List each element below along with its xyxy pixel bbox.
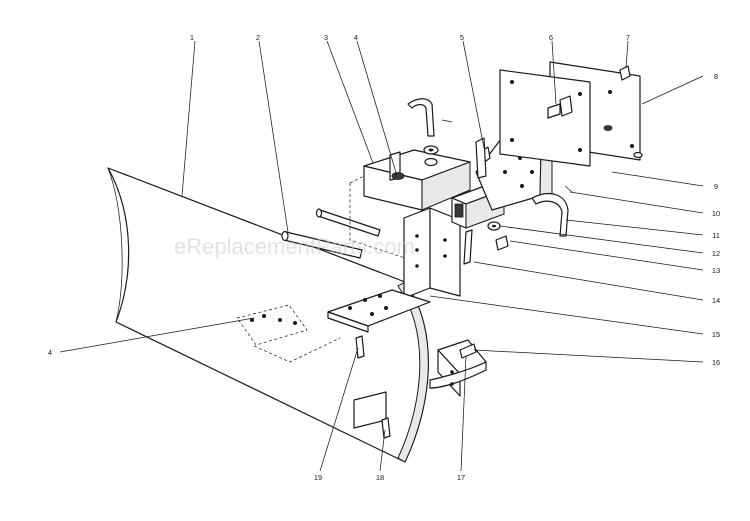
- callout-9: 9: [714, 182, 718, 191]
- callout-2: 2: [256, 33, 260, 42]
- long-pin-part-2: [281, 208, 381, 259]
- l-pin: [407, 98, 453, 137]
- callout-14: 14: [712, 296, 720, 305]
- callout-11: 11: [712, 231, 720, 240]
- callout-18: 18: [376, 473, 384, 482]
- callout-4-upper: 4: [354, 33, 358, 42]
- callout-7: 7: [626, 33, 630, 42]
- callout-1: 1: [190, 33, 194, 42]
- lower-bolts: [355, 335, 391, 439]
- callout-19: 19: [314, 473, 322, 482]
- watermark-text: eReplacementParts.com: [174, 234, 415, 259]
- base-plate: [327, 289, 431, 333]
- leader-lines: [59, 40, 704, 472]
- skid-shoe-part-16: [429, 339, 487, 397]
- hardware-set: [463, 65, 631, 265]
- dozer-blade: [107, 167, 429, 463]
- mounting-plates-part-8: [499, 61, 643, 167]
- callout-labels: 1 2 3 4 5 6 7 8 9 10 11 12 13 14 15 16 4…: [48, 33, 720, 482]
- callout-6: 6: [549, 33, 553, 42]
- callout-16: 16: [712, 358, 720, 367]
- callout-17: 17: [457, 473, 465, 482]
- callout-8: 8: [714, 72, 718, 81]
- callout-5: 5: [460, 33, 464, 42]
- callout-12: 12: [712, 249, 720, 258]
- callout-10: 10: [712, 209, 720, 218]
- pivot-bracket-part-3: [349, 145, 471, 259]
- callout-13: 13: [712, 266, 720, 275]
- callout-3: 3: [324, 33, 328, 42]
- callout-15: 15: [712, 330, 720, 339]
- callout-4-lower: 4: [48, 348, 52, 357]
- center-mount-assembly: [403, 183, 505, 299]
